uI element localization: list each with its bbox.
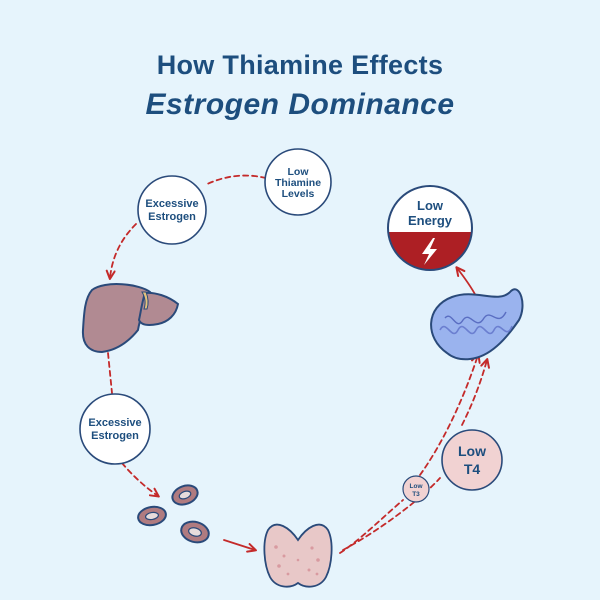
svg-text:Estrogen: Estrogen: [148, 211, 196, 223]
svg-text:Low: Low: [417, 198, 444, 213]
low-t3-node: Low T3: [402, 475, 430, 503]
arrow-cells-to-thyroid: [223, 539, 257, 553]
svg-text:T3: T3: [412, 491, 420, 498]
excessive-estrogen-node-bottom: Excessive Estrogen: [79, 393, 151, 465]
arrow-estrogen-to-liver: [105, 223, 137, 280]
svg-text:Low: Low: [410, 483, 424, 490]
red-blood-cells-icon: [137, 484, 210, 544]
low-thiamine-node: Low Thiamine Levels: [264, 148, 332, 216]
svg-text:Low: Low: [288, 166, 310, 178]
svg-text:Excessive: Excessive: [145, 198, 198, 210]
arrow-t4-to-mitochondria: [461, 358, 490, 426]
arrow-t3-to-mitochondria: [419, 353, 481, 476]
title-line-2: Estrogen Dominance: [145, 88, 455, 121]
arrow-estrogen-to-cells: [121, 462, 160, 498]
svg-text:Energy: Energy: [408, 213, 453, 228]
svg-text:Excessive: Excessive: [88, 417, 141, 429]
arrow-mitochondria-to-energy: [455, 266, 477, 297]
red-blood-cell: [180, 520, 210, 544]
arrow-thyroid-to-t4: [342, 477, 441, 551]
low-t4-node: Low T4: [441, 429, 503, 491]
svg-text:T4: T4: [464, 461, 481, 477]
lightning-bolt-icon: [422, 238, 437, 265]
svg-text:Low: Low: [458, 443, 486, 459]
excessive-estrogen-node-top: Excessive Estrogen: [137, 175, 207, 245]
low-energy-node: Low Energy: [387, 185, 473, 271]
arrow-liver-to-estrogen: [107, 352, 113, 394]
arrows: [105, 174, 490, 554]
thyroid-icon: [263, 523, 333, 588]
red-blood-cell: [137, 505, 167, 527]
arrow-thyroid-to-t3: [339, 499, 404, 554]
svg-text:Levels: Levels: [282, 188, 315, 200]
liver-icon: [81, 283, 180, 354]
svg-text:Estrogen: Estrogen: [91, 430, 139, 442]
arrow-thiamine-to-estrogen: [204, 174, 267, 186]
title-line-1: How Thiamine Effects: [156, 50, 444, 80]
mitochondria-icon: [430, 288, 524, 361]
svg-text:Thiamine: Thiamine: [275, 177, 321, 189]
red-blood-cell: [171, 484, 199, 506]
